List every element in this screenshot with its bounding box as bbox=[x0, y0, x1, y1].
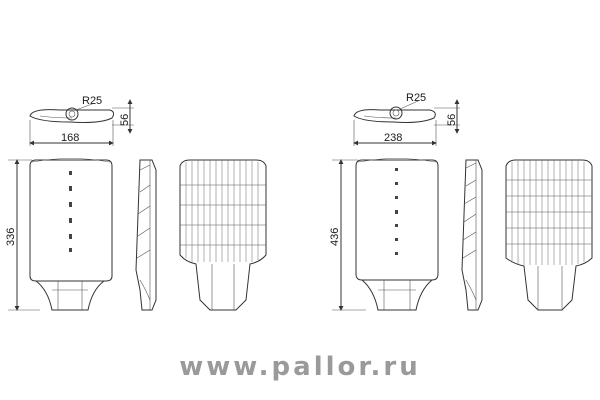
figure-small: R25 56 168 336 bbox=[5, 95, 267, 311]
front-height-label-small: 336 bbox=[5, 228, 17, 246]
front-view-large: 436 bbox=[329, 158, 439, 311]
top-view-small: R25 56 168 bbox=[29, 95, 134, 146]
radius-label-large: R25 bbox=[406, 92, 426, 104]
width-label-small: 168 bbox=[61, 132, 79, 144]
front-view-small: 336 bbox=[5, 158, 113, 311]
height-label-large: 56 bbox=[446, 114, 458, 126]
radius-label-small: R25 bbox=[82, 95, 102, 107]
height-label-small: 56 bbox=[119, 114, 131, 126]
top-view-large: R25 56 238 bbox=[353, 92, 460, 146]
side-view-large bbox=[461, 159, 483, 311]
back-view-small bbox=[179, 159, 267, 311]
width-label-large: 238 bbox=[384, 132, 402, 144]
website-watermark: www.pallor.ru bbox=[179, 352, 421, 382]
front-height-label-large: 436 bbox=[329, 228, 341, 246]
side-view-small bbox=[135, 159, 157, 311]
back-view-large bbox=[505, 159, 593, 311]
figure-large: R25 56 238 436 bbox=[329, 92, 593, 311]
